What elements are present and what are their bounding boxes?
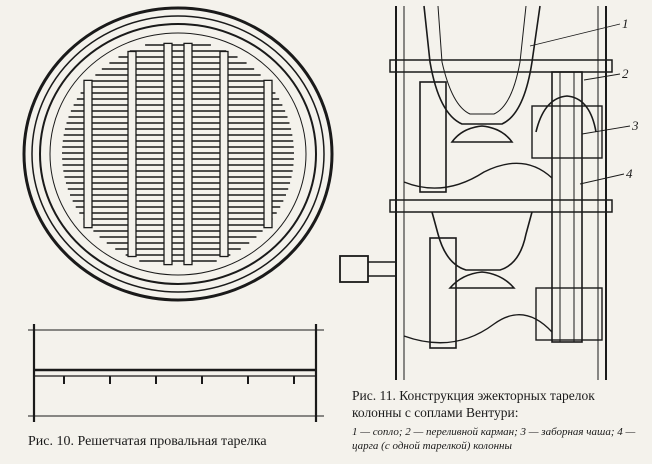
ejector-column-drawing: 1 2 3 4 [339, 5, 639, 380]
figure-10-caption: Рис. 10. Решетчатая провальная тарелка [28, 434, 267, 449]
grid-tray-top-view [22, 6, 334, 302]
support-beam [263, 79, 273, 229]
figure-11-caption: Рис. 11. Конструкция эжекторных тарелок … [352, 388, 595, 420]
figure-11-legend: 1 — сопло; 2 — переливной карман; 3 — за… [352, 426, 636, 452]
callout-3: 3 [631, 118, 639, 133]
support-beam [163, 42, 173, 266]
support-beam [127, 50, 137, 258]
grid-tray-section-view [28, 324, 324, 422]
support-beam [83, 79, 93, 229]
callout-4: 4 [626, 166, 633, 181]
callout-2: 2 [622, 66, 629, 81]
support-beam [219, 50, 229, 258]
grid-slots [62, 44, 294, 262]
callout-1: 1 [622, 16, 629, 31]
section-supports [63, 376, 295, 384]
support-beam [183, 42, 193, 266]
support-beams [83, 42, 273, 266]
